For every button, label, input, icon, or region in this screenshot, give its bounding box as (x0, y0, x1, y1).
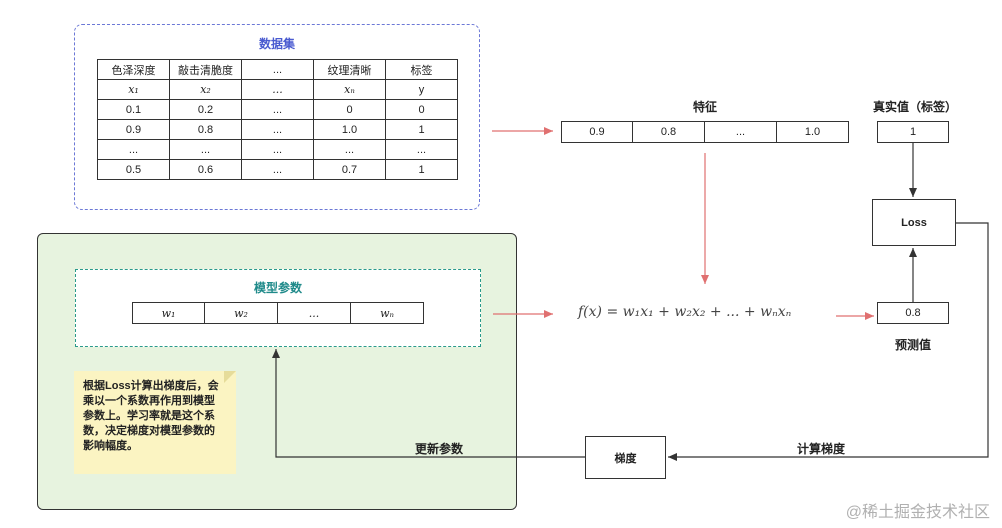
table-cell: 0.1 (97, 99, 170, 120)
params-title: 模型参数 (253, 281, 302, 295)
model-formula: f(x) = w₁x₁ + w₂x₂ + ... + wₙxₙ (578, 304, 792, 320)
table-row: 0.1 0.2 ... 0 0 (97, 99, 458, 120)
prediction-label: 预测值 (895, 338, 932, 352)
params-row: w₁ w₂ ... wₙ (132, 302, 424, 324)
features-label: 特征 (693, 100, 718, 114)
learning-rate-note: 根据Loss计算出梯度后，会乘以一个系数再作用到模型参数上。学习率就是这个系数，… (74, 371, 236, 474)
features-row: 0.9 0.8 ... 1.0 (561, 121, 849, 143)
watermark: @稀土掘金技术社区 (845, 504, 990, 521)
gradient-to-params-arrow (272, 349, 585, 458)
table-cell: 0.6 (169, 159, 242, 180)
table-cell: ... (385, 139, 458, 160)
param-cell: wₙ (351, 302, 424, 324)
loss-to-gradient-arrow (668, 222, 989, 461)
param-cell: w₁ (132, 302, 205, 324)
dataset-title: 数据集 (258, 37, 295, 51)
feature-cell: ... (705, 121, 777, 143)
table-cell: 1 (385, 159, 458, 180)
loss-node: Loss (872, 199, 956, 246)
table-row: 0.5 0.6 ... 0.7 1 (97, 159, 458, 180)
update-params-label: 更新参数 (415, 442, 464, 456)
gradient-node: 梯度 (585, 436, 666, 479)
compute-gradient-label: 计算梯度 (797, 442, 846, 456)
dataset-box (74, 24, 480, 210)
param-cell: ... (278, 302, 351, 324)
truth-label: 真实值（标签） (873, 100, 958, 114)
param-cell: w₂ (205, 302, 278, 324)
dataset-table: 色泽深度 敲击清脆度 ... 纹理清晰 标签 x₁ x₂ ... xₙ y 0.… (97, 59, 458, 180)
table-header-row: 色泽深度 敲击清脆度 ... 纹理清晰 标签 (97, 59, 458, 80)
feature-cell: 1.0 (777, 121, 849, 143)
table-cell: 0.5 (97, 159, 170, 180)
table-row: ... ... ... ... ... (97, 139, 458, 160)
table-symbol-row: x₁ x₂ ... xₙ y (97, 79, 458, 100)
truth-value-box: 1 (877, 121, 949, 143)
feature-cell: 0.9 (561, 121, 633, 143)
note-fold-corner (224, 371, 236, 383)
prediction-value-box: 0.8 (877, 302, 949, 324)
table-cell: 0.7 (313, 159, 386, 180)
feature-cell: 0.8 (633, 121, 705, 143)
